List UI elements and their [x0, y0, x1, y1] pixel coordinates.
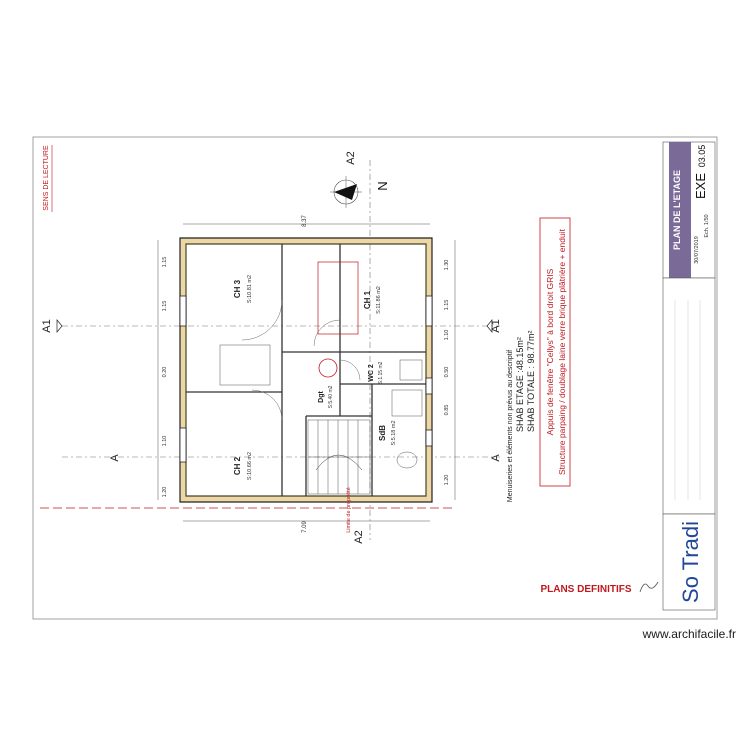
- room-ch2-name: CH 2: [233, 456, 242, 475]
- dimension-d11: 1.20: [444, 475, 450, 486]
- room-wc2: WC 2 S:1.15 m2: [368, 361, 384, 384]
- dimension-d3: 0.20: [162, 367, 168, 378]
- dimension-d5: 1.20: [162, 487, 168, 498]
- section-mark-a1-left: A1: [41, 319, 53, 332]
- room-ch3: CH 3 S:10.81 m2: [233, 275, 253, 303]
- section-mark-a2-bottom: A2: [353, 530, 365, 543]
- room-ch1: CH 1 S:11.86 m2: [363, 286, 382, 314]
- north-arrow: [330, 176, 362, 208]
- room-ch2-area: S:10.66 m2: [247, 452, 253, 480]
- sheet-phase: EXE: [693, 173, 708, 199]
- section-mark-a2-top: A2: [345, 151, 357, 164]
- room-dgt-area: S:5.40 m2: [328, 385, 334, 408]
- bathroom-fixtures: [219, 344, 423, 469]
- dimension-d2: 1.15: [162, 301, 168, 312]
- room-sdb-area: S:5.18 m2: [391, 420, 397, 445]
- dimension-d1: 1.15: [162, 257, 168, 268]
- dimension-bottom-total: 7.09: [302, 521, 308, 533]
- room-wc2-area: S:1.15 m2: [378, 361, 384, 384]
- room-dgt-name: Dgt: [318, 391, 325, 403]
- note-shab-etage: SHAB ETAGE :48.15m²: [515, 337, 525, 432]
- section-arrow-a1-left: [56, 319, 63, 333]
- signature-mark: [639, 581, 659, 593]
- sheet-scale: Ech. 1/50: [704, 214, 710, 237]
- red-note-frame: [539, 217, 571, 487]
- status-label: PLANS DEFINITIFS: [540, 584, 631, 595]
- sheet-number: 03.05: [697, 145, 707, 168]
- room-ch3-name: CH 3: [233, 279, 242, 298]
- room-wc2-name: WC 2: [368, 364, 375, 382]
- dimension-top-total: 8.37: [302, 215, 308, 227]
- notes-block: Menuiseries et éléments non prévus au de…: [507, 217, 571, 502]
- section-arrow-a1-right: [486, 319, 493, 333]
- dimension-d10: 0.85: [444, 405, 450, 416]
- brand-logo: So Tradi: [678, 521, 703, 603]
- note-shab-totale: SHAB TOTALE : 98.77m²: [526, 330, 536, 432]
- section-mark-a-right: A: [490, 454, 502, 462]
- section-mark-a-left: A: [109, 454, 121, 462]
- red-marker-circle: [318, 358, 338, 378]
- north-label: N: [375, 181, 390, 190]
- dimension-d7: 1.15: [444, 300, 450, 311]
- property-limit-label: Limite de propriété: [346, 487, 352, 533]
- note-structure: Structure parpaing / doublage laine verr…: [557, 228, 567, 475]
- sheet-frame: [32, 136, 718, 620]
- reading-direction: SENS DE LECTURE: [43, 145, 50, 211]
- room-ch3-area: S:10.81 m2: [247, 275, 253, 303]
- red-stamp-box: [317, 261, 359, 335]
- dimension-d9: 0.50: [444, 367, 450, 378]
- room-ch1-area: S:11.86 m2: [376, 286, 382, 314]
- note-window-sills: Appuis de fenêtre "Cellys" à bord droit …: [545, 268, 555, 435]
- sheet-title: PLAN DE L'ETAGE: [672, 170, 682, 250]
- room-ch2: CH 2 S:10.66 m2: [233, 452, 253, 480]
- title-block: PLAN DE L'ETAGE EXE 03.05 30/07/2019 Ech…: [662, 141, 716, 611]
- room-dgt: Dgt S:5.40 m2: [318, 385, 334, 408]
- sheet-date: 30/07/2019: [694, 236, 700, 264]
- door-swings: [241, 299, 361, 421]
- staircase: [307, 419, 371, 495]
- room-ch1-name: CH 1: [363, 290, 372, 309]
- section-mark-a1-right: A1: [490, 319, 502, 332]
- room-sdb-name: SdB: [378, 425, 387, 441]
- note-descriptif: Menuiseries et éléments non prévus au de…: [507, 350, 514, 502]
- dimension-d8: 1.10: [444, 330, 450, 341]
- windows: [179, 295, 433, 463]
- dimension-d6: 1.30: [444, 260, 450, 271]
- watermark: www.archifacile.fr: [642, 627, 736, 641]
- dimension-d4: 1.10: [162, 436, 168, 447]
- room-sdb: SdB S:5.18 m2: [378, 420, 397, 445]
